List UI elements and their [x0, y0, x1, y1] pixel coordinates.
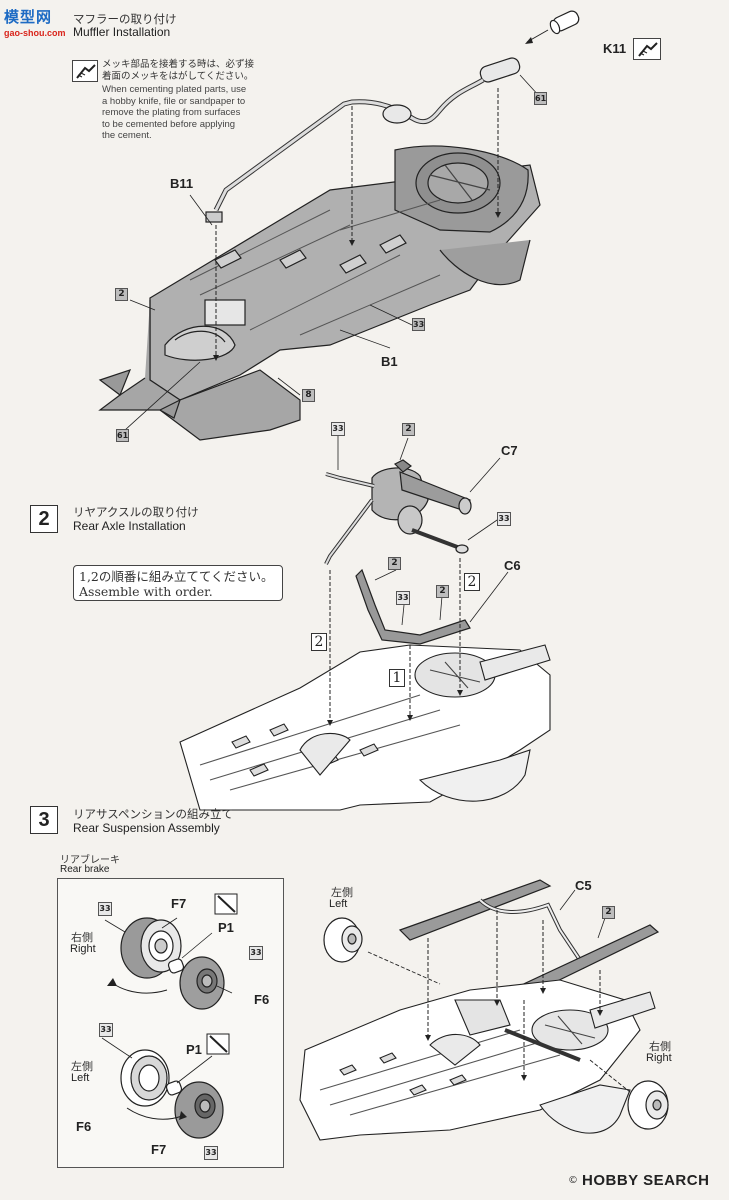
brake-label-p1-bottom: P1 [186, 1042, 202, 1057]
brake-badge-33-mid: 33 [99, 1023, 113, 1037]
step3-number: 3 [30, 806, 58, 834]
part-label-b1: B1 [381, 354, 398, 369]
part-badge-8: 8 [302, 389, 315, 402]
rear-brake-title-en: Rear brake [60, 864, 110, 875]
part-label-c7: C7 [501, 443, 518, 458]
plating-note: メッキ部品を接着する時は、必ず接 着面のメッキをはがしてください。 [102, 59, 254, 83]
brake-label-f6-top: F6 [254, 992, 270, 1007]
plating-warning-icon [72, 60, 98, 82]
brake-label-p1-top: P1 [218, 920, 234, 935]
plating-note-en-2: a hobby knife, file or sandpaper to [102, 95, 246, 107]
plating-note-jp-2: 着面のメッキをはがしてください。 [102, 71, 254, 82]
part-label-k11: K11 [603, 41, 627, 56]
hobby-search-logo: © HOBBY SEARCH [568, 1172, 709, 1189]
plating-note-jp-1: メッキ部品を接着する時は、必ず接 [102, 59, 255, 70]
part-badge-2-spring-right: 2 [436, 585, 449, 598]
part-badge-33-axle-right: 33 [497, 512, 511, 526]
plating-note-en: When cementing plated parts, use a hobby… [102, 84, 246, 142]
watermark-logo-url: gao-shou.com [4, 28, 66, 38]
plating-note-en-3: remove the plating from surfaces [102, 107, 241, 118]
muffler-part [205, 57, 521, 223]
brake-right-en: Right [70, 943, 96, 955]
part-badge-61-bottom: 61 [116, 429, 129, 442]
order-note-jp: 1,2の順番に組み立ててください。 [79, 569, 274, 584]
step1-title-en: Muffler Installation [73, 25, 171, 39]
main-left-en: Left [329, 898, 348, 910]
part-label-c5: C5 [575, 878, 592, 893]
rear-axle-drawing [179, 436, 551, 811]
brake-left-jp: 左側 [71, 1060, 93, 1073]
brake-right-jp: 右側 [71, 931, 93, 944]
brake-badge-33-bottom: 33 [204, 1146, 218, 1160]
brake-label-f7-bottom: F7 [151, 1142, 167, 1157]
watermark-logo: 模型网 gao-shou.com [4, 6, 66, 38]
step3-title-en: Rear Suspension Assembly [73, 821, 220, 835]
copyright-mark: © [568, 1175, 578, 1186]
part-badge-2-axle: 2 [402, 423, 415, 436]
main-right-jp: 右側 [649, 1040, 671, 1053]
plating-note-en-1: When cementing plated parts, use [102, 84, 247, 95]
tail-pipe-part [549, 10, 580, 35]
step2-number: 2 [30, 505, 58, 533]
plating-warning-icon-k11 [633, 38, 661, 60]
brake-label-f6-bottom: F6 [76, 1119, 92, 1134]
order-note-en: Assemble with order. [79, 584, 213, 599]
rear-brake-title-jp: リアブレーキ [60, 855, 120, 866]
brake-left-en: Left [71, 1072, 90, 1084]
step3-title-jp: リアサスペンションの組み立て [73, 807, 233, 821]
step1-title-jp: マフラーの取り付け [73, 12, 177, 26]
plating-note-en-5: the cement. [102, 130, 152, 141]
brake-badge-33-top-left: 33 [98, 902, 112, 916]
assemble-order-note: 1,2の順番に組み立ててください。 Assemble with order. [73, 565, 283, 601]
rear-suspension-drawing [299, 879, 669, 1141]
order-marker-2-right: 2 [464, 573, 480, 591]
hobby-search-brand: HOBBY SEARCH [582, 1172, 710, 1189]
part-badge-33-step1: 33 [412, 318, 425, 331]
part-badge-61-top: 61 [534, 92, 547, 105]
part-badge-2-spring-left: 2 [388, 557, 401, 570]
part-label-c6: C6 [504, 558, 521, 573]
order-marker-2-left: 2 [311, 633, 327, 651]
brake-badge-33-top-right: 33 [249, 946, 263, 960]
muffler-installation-drawing [98, 10, 580, 441]
watermark-logo-text: 模型网 [4, 8, 53, 26]
step2-title-en: Rear Axle Installation [73, 519, 186, 533]
part-label-b11: B11 [170, 176, 194, 191]
main-left-jp: 左側 [331, 886, 353, 899]
part-badge-2-step3: 2 [602, 906, 615, 919]
brake-label-f7-top: F7 [171, 896, 187, 911]
part-badge-33-spring: 33 [396, 591, 410, 605]
chassis-part [98, 145, 541, 441]
plating-note-en-4: to be cemented before applying [102, 118, 236, 130]
order-marker-1: 1 [389, 669, 405, 687]
rear-brake-drawing [101, 893, 238, 1139]
step2-title-jp: リヤアクスルの取り付け [73, 505, 199, 519]
main-right-en: Right [646, 1052, 672, 1064]
part-badge-33-axle-left: 33 [331, 422, 345, 436]
part-badge-2-step1: 2 [115, 288, 128, 301]
